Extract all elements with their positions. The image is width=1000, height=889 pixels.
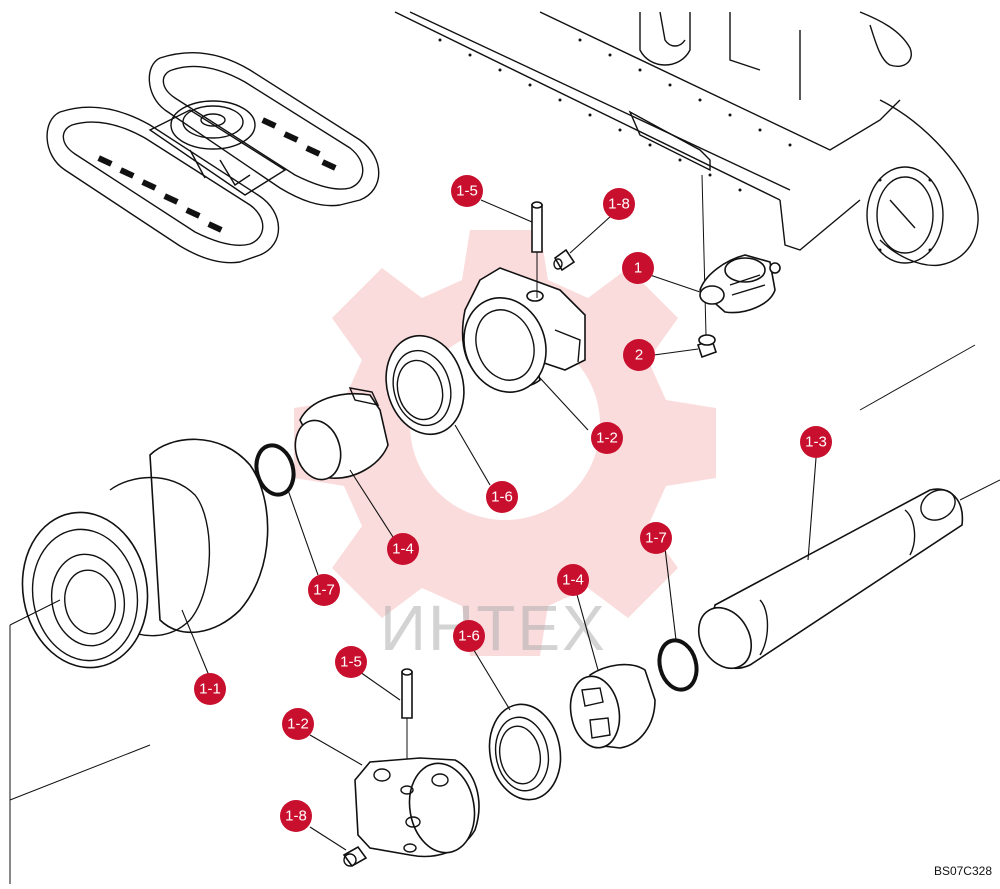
collar-part-1-2-bottom (354, 757, 480, 858)
callout-1-4-top: 1-4 (387, 533, 419, 565)
callout-1-2-top: 1-2 (591, 422, 623, 454)
svg-text:1-2: 1-2 (596, 430, 618, 447)
floating-seal-part-1-6-bottom (488, 703, 562, 801)
callout-1-1: 1-1 (194, 673, 226, 705)
callout-1-8-top: 1-8 (603, 188, 635, 220)
svg-text:1-6: 1-6 (491, 489, 513, 506)
o-ring-part-1-7-left (254, 443, 296, 497)
callout-1-3: 1-3 (800, 426, 832, 458)
plug-part-1-8-bottom (342, 845, 368, 868)
callout-1-5-top: 1-5 (451, 175, 483, 207)
svg-text:1-6: 1-6 (458, 628, 480, 645)
bolt-part-2 (696, 334, 718, 359)
plug-part-1-8-top (553, 248, 576, 272)
callout-1-7-right: 1-7 (640, 522, 672, 554)
svg-text:1-1: 1-1 (199, 681, 221, 698)
watermark-text: ИНТЕХ (380, 592, 607, 664)
svg-text:1-8: 1-8 (285, 808, 307, 825)
grease-valve-part-1 (699, 254, 781, 314)
svg-text:1-5: 1-5 (456, 183, 478, 200)
bushing-part-1-4-bottom (569, 663, 656, 749)
svg-text:1-2: 1-2 (287, 716, 309, 733)
callout-1: 1 (622, 252, 654, 284)
callout-leader-lines (181, 199, 817, 851)
floating-seal-part-1-6-top (385, 334, 465, 436)
callout-1-8-bottom: 1-8 (280, 800, 312, 832)
callout-1-2-bottom: 1-2 (282, 708, 314, 740)
o-ring-part-1-7-right (657, 638, 699, 692)
callout-1-6-top: 1-6 (486, 481, 518, 513)
track-frame-thumbnail (46, 52, 380, 264)
svg-text:1-7: 1-7 (645, 530, 667, 547)
shaft-part-1-3 (697, 344, 1000, 669)
svg-text:1-5: 1-5 (340, 654, 362, 671)
callout-1-6-bottom: 1-6 (453, 620, 485, 652)
svg-text:1-4: 1-4 (392, 541, 414, 558)
drawing-code: BS07C328 (933, 864, 992, 878)
svg-text:1-7: 1-7 (313, 582, 335, 599)
svg-text:1: 1 (634, 260, 642, 277)
collar-part-1-2-top (461, 267, 586, 393)
track-roller-part-1-1 (9, 438, 269, 884)
svg-text:1-4: 1-4 (562, 572, 584, 589)
svg-text:1-3: 1-3 (805, 434, 827, 451)
callout-2: 2 (623, 339, 655, 371)
svg-text:1-8: 1-8 (608, 196, 630, 213)
track-frame-body (394, 11, 979, 336)
callout-1-4-bottom: 1-4 (557, 564, 589, 596)
bushing-part-1-4-top (294, 387, 389, 481)
svg-text:2: 2 (635, 347, 643, 364)
pin-part-1-5-top (531, 201, 543, 298)
callout-1-7-left: 1-7 (308, 574, 340, 606)
callout-1-5-bottom: 1-5 (335, 646, 367, 678)
